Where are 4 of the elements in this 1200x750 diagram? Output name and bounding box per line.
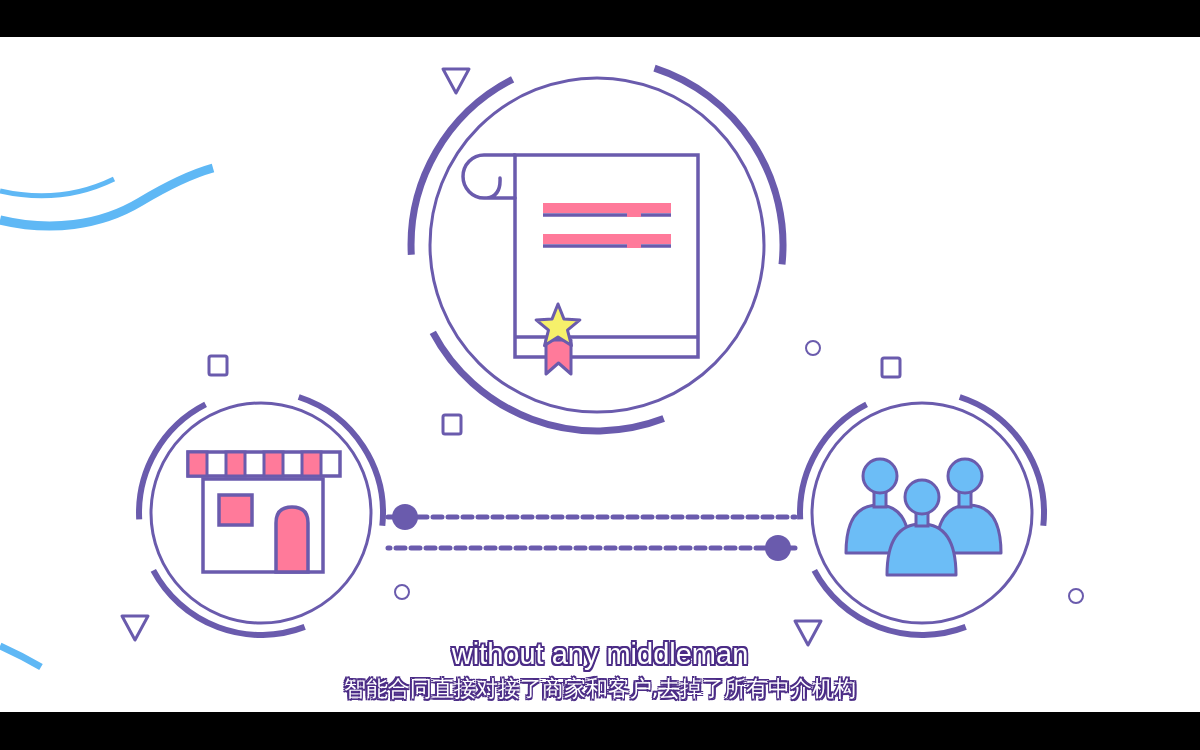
dashed-connector <box>385 535 798 561</box>
subtitle-text: 智能合同直接对接了商家和客户,去掉了所有中介机构 <box>343 676 857 702</box>
dashed-connector <box>385 504 798 530</box>
subtitle-text: without any middleman <box>451 638 749 672</box>
